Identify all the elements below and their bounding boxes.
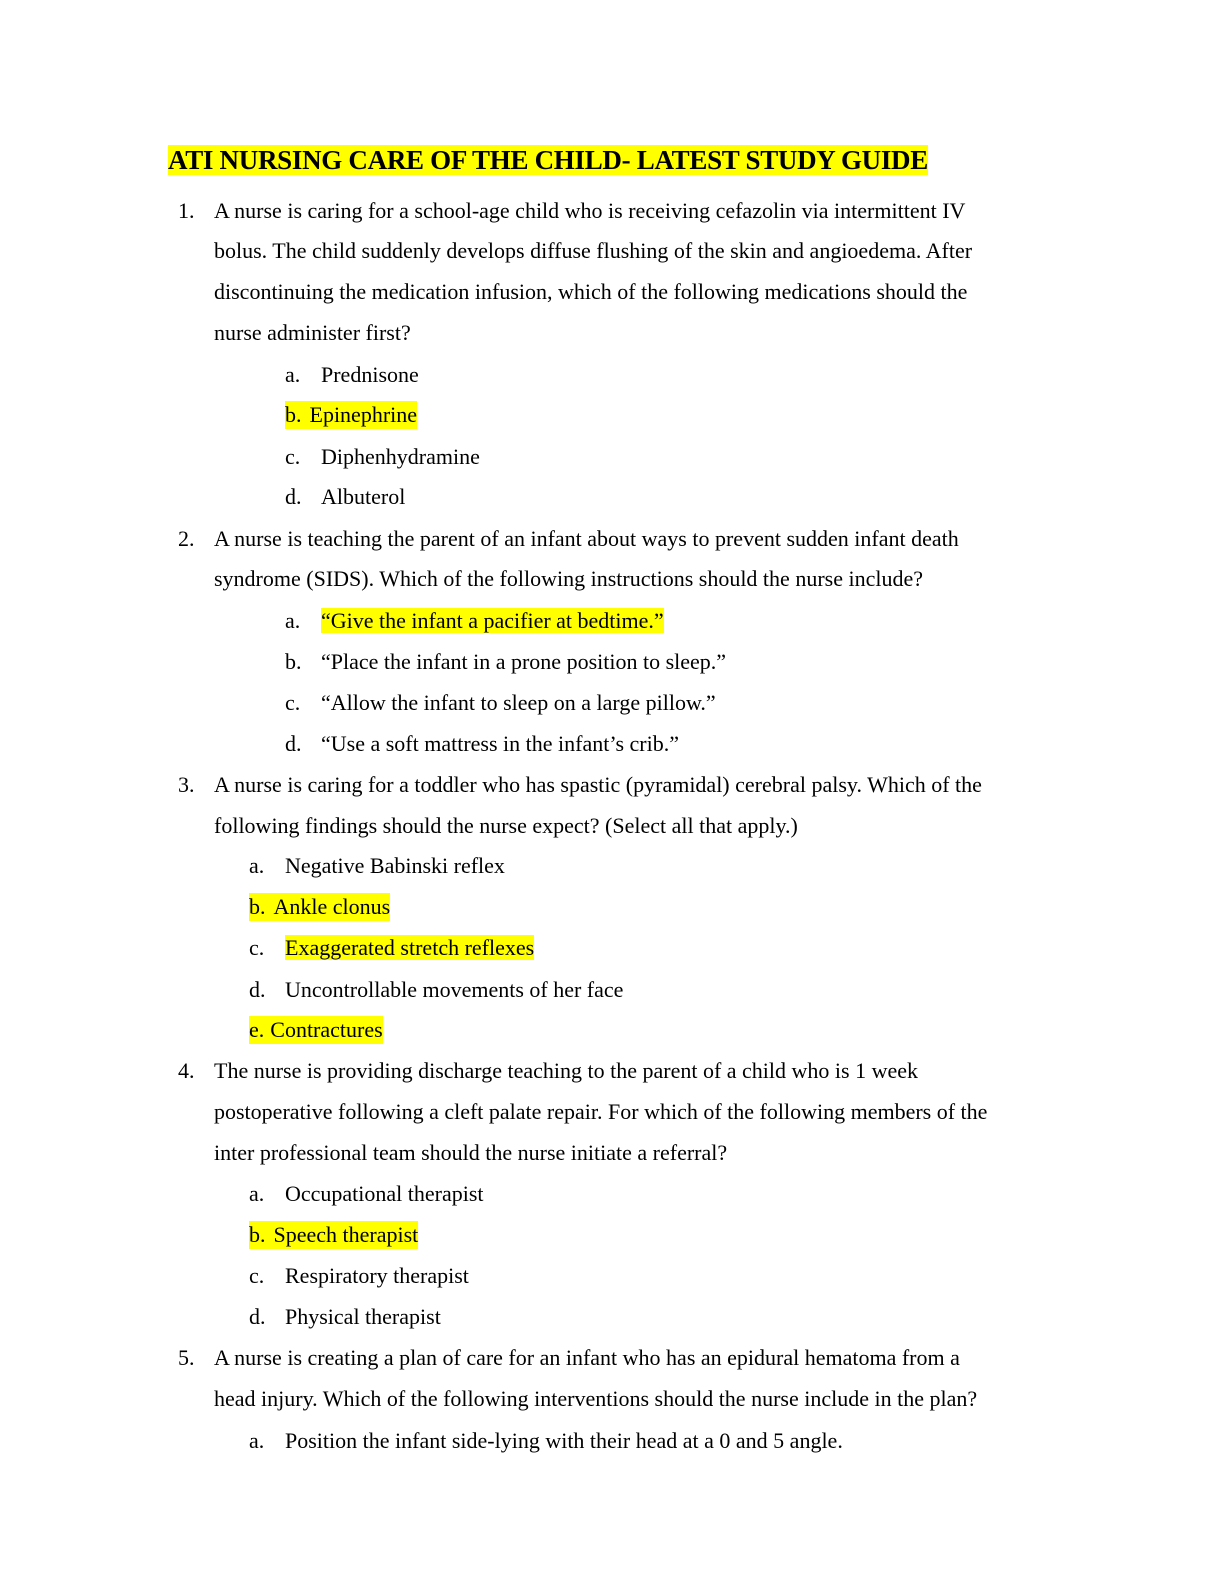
question-1-option-d: d.Albuterol — [285, 484, 406, 509]
question-2-option-c: c.“Allow the infant to sleep on a large … — [285, 690, 716, 715]
question-1-option-c: c.Diphenhydramine — [285, 444, 480, 469]
question-3-line-2: following findings should the nurse expe… — [214, 813, 798, 838]
question-4-line-3: inter professional team should the nurse… — [214, 1140, 728, 1165]
document-title-text: ATI NURSING CARE OF THE CHILD- LATEST ST… — [168, 145, 928, 175]
question-4-number: 4. — [178, 1058, 195, 1083]
question-3-option-a: a.Negative Babinski reflex — [249, 853, 505, 878]
question-2-option-a-answer: a.“Give the infant a pacifier at bedtime… — [285, 608, 664, 633]
question-1-line-2: bolus. The child suddenly develops diffu… — [214, 238, 973, 263]
question-3-option-e-answer: e.Contractures — [249, 1016, 383, 1044]
question-2-line-1: A nurse is teaching the parent of an inf… — [214, 526, 959, 551]
question-5-line-1: A nurse is creating a plan of care for a… — [214, 1345, 960, 1370]
question-2-option-b: b.“Place the infant in a prone position … — [285, 649, 727, 674]
question-4-option-d: d.Physical therapist — [249, 1304, 441, 1329]
question-4-option-a: a.Occupational therapist — [249, 1181, 484, 1206]
question-5-option-a: a.Position the infant side-lying with th… — [249, 1428, 843, 1453]
question-2-line-2: syndrome (SIDS). Which of the following … — [214, 566, 923, 591]
question-4-line-1: The nurse is providing discharge teachin… — [214, 1058, 919, 1083]
question-1-option-b-answer: b.Epinephrine — [285, 401, 418, 429]
question-3-option-c-answer: c.Exaggerated stretch reflexes — [249, 935, 535, 960]
document-title: ATI NURSING CARE OF THE CHILD- LATEST ST… — [168, 142, 928, 178]
question-1-line-3: discontinuing the medication infusion, w… — [214, 279, 968, 304]
question-4-option-c: c.Respiratory therapist — [249, 1263, 469, 1288]
question-3-number: 3. — [178, 772, 195, 797]
question-1-line-1: A nurse is caring for a school-age child… — [214, 198, 966, 223]
question-1-number: 1. — [178, 198, 195, 223]
question-3-line-1: A nurse is caring for a toddler who has … — [214, 772, 982, 797]
question-5-number: 5. — [178, 1345, 195, 1370]
question-4-option-b-answer: b.Speech therapist — [249, 1221, 419, 1249]
question-4-line-2: postoperative following a cleft palate r… — [214, 1099, 988, 1124]
question-3-option-d: d.Uncontrollable movements of her face — [249, 977, 624, 1002]
question-3-option-b-answer: b.Ankle clonus — [249, 893, 391, 921]
question-2-number: 2. — [178, 526, 195, 551]
question-2-option-d: d.“Use a soft mattress in the infant’s c… — [285, 731, 680, 756]
question-5-line-2: head injury. Which of the following inte… — [214, 1386, 978, 1411]
question-1-option-a: a.Prednisone — [285, 362, 419, 387]
question-1-line-4: nurse administer first? — [214, 320, 411, 345]
